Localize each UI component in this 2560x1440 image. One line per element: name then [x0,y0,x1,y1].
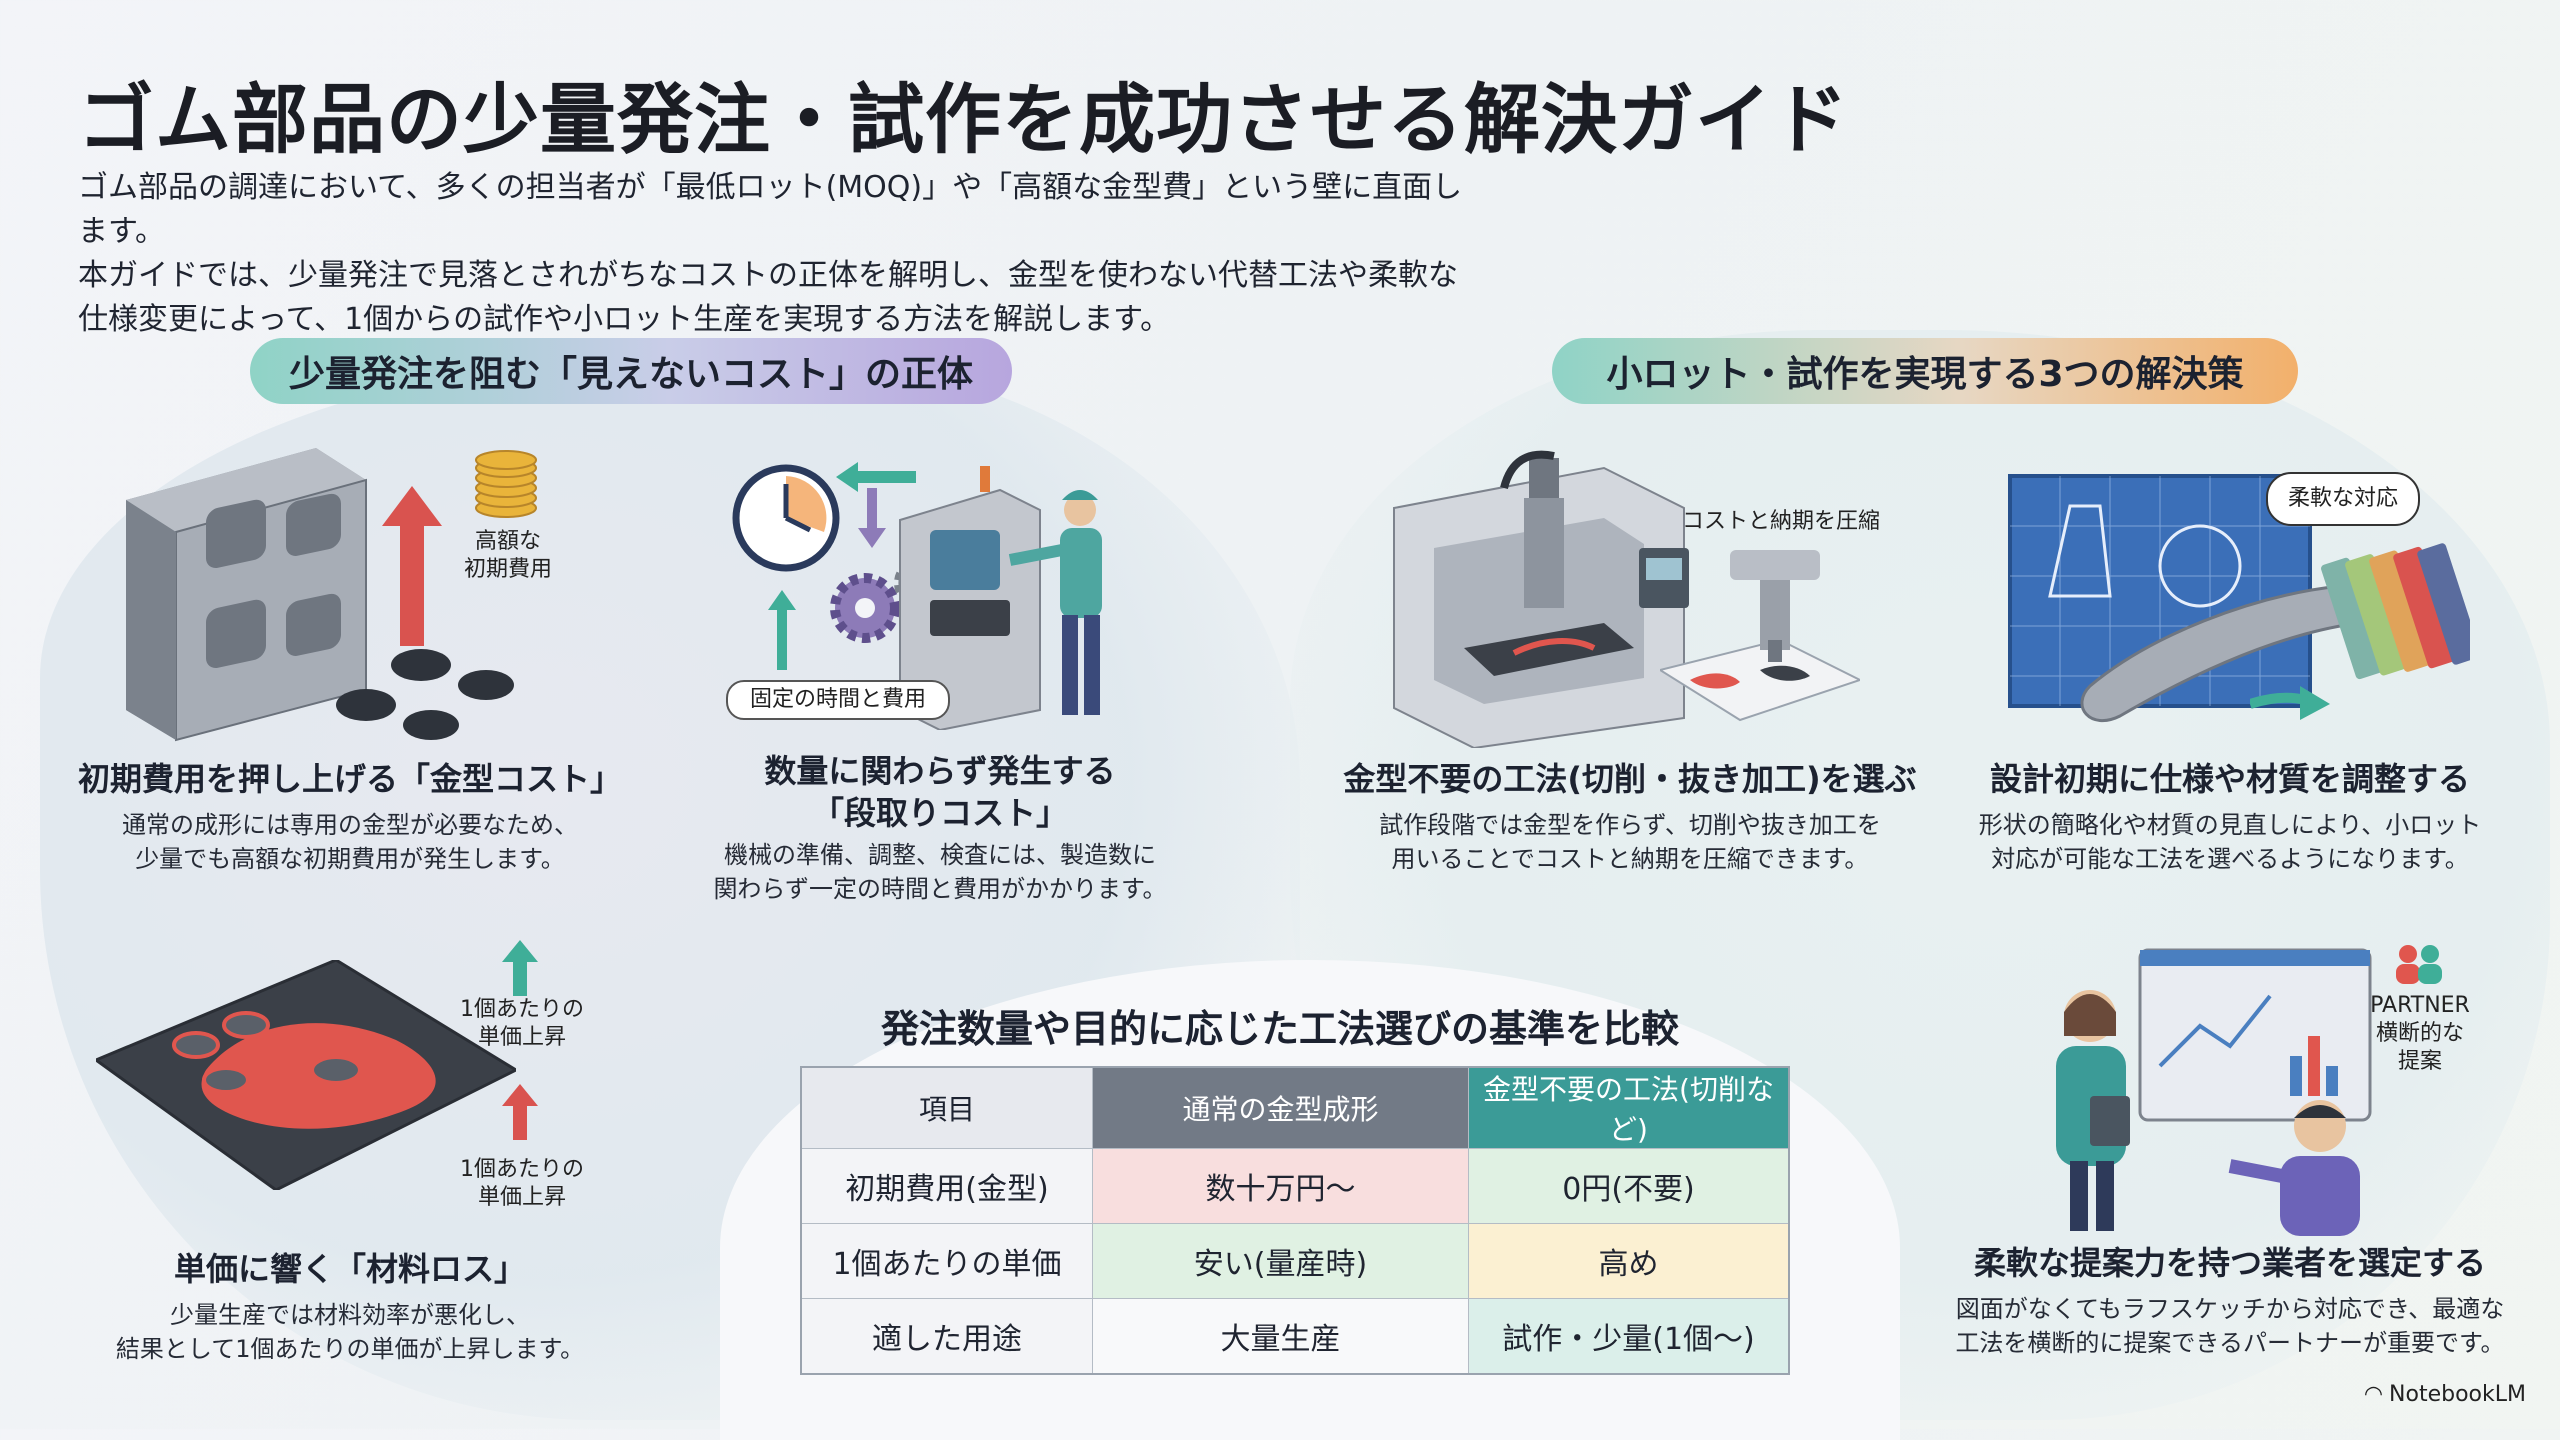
spec-adjust-desc: 形状の簡略化や材質の見直しにより、小ロット対応が可能な工法を選べるようになります… [1978,811,2482,873]
intro-line-2: 本ガイドでは、少量発注で見落とされがちなコストの正体を解明し、金型を使わない代替… [78,258,1458,293]
table-row: 初期費用(金型) 数十万円〜 0円(不要) [800,1148,1790,1224]
material-loss-title: 単価に響く「材料ロス」 [173,1250,526,1288]
arrow-left-icon [836,462,916,492]
table-cell: 数十万円〜 [1092,1148,1469,1224]
no-mold-label: コストと納期を圧縮 [1681,509,1880,534]
intro-line-3: 仕様変更によって、1個からの試作や小ロット生産を実現する方法を解説します。 [78,302,1171,337]
flexible-bubble-label: 柔軟な対応 [2266,472,2420,526]
arrow-up-teal-small-icon [502,940,538,996]
table-cell: 試作・少量(1個〜) [1468,1298,1790,1375]
right-section-heading: 小ロット・試作を実現する3つの解決策 [1552,338,2298,404]
material-loss-desc: 少量生産では材料効率が悪化し、結果として1個あたりの単価が上昇します。 [115,1301,585,1363]
table-cell: 大量生産 [1092,1298,1469,1375]
coins-icon [475,450,537,518]
setup-cost-label: 固定の時間と費用 [726,680,950,720]
machine-operator-icon [899,466,1102,730]
mold-cost-label: 高額な 初期費用 [463,529,552,582]
left-section-heading: 少量発注を阻む「見えないコスト」の正体 [250,338,1012,404]
unit-price-label-top: 1個あたりの 単価上昇 [460,997,584,1050]
partner-label: PARTNER 横断的な 提案 [2370,993,2470,1074]
people-group-icon [2396,945,2442,984]
unit-price-label-bottom: 1個あたりの 単価上昇 [460,1157,584,1210]
table-cell: 1個あたりの単価 [800,1223,1093,1299]
mold-cost-title: 初期費用を押し上げる「金型コスト」 [77,760,622,798]
intro-line-1: ゴム部品の調達において、多くの担当者が「最低ロット(MOQ)」や「高額な金型費」… [78,170,1463,249]
clock-icon [732,464,840,572]
page-title: ゴム部品の少量発注・試作を成功させる解決ガイド [78,75,1849,164]
mold-cost-desc: 通常の成形には専用の金型が必要なため、少量でも高額な初期費用が発生します。 [122,811,578,873]
arrow-down-purple-icon [858,488,886,548]
brand-watermark: ◠ NotebookLM [2364,1382,2526,1407]
arrow-right-teal-icon [2250,686,2330,720]
arrow-up-teal-icon [768,590,796,670]
no-mold-title: 金型不要の工法(切削・抜き加工)を選ぶ [1343,760,1917,798]
mold-cost-card: 初期費用を押し上げる「金型コスト」 通常の成形には専用の金型が必要なため、少量で… [60,758,640,876]
partner-card: 柔軟な提案力を持つ業者を選定する 図面がなくてもラフスケッチから対応でき、最適な… [1940,1242,2520,1360]
column-header-mold: 通常の金型成形 [1092,1066,1469,1149]
column-header-item: 項目 [800,1066,1093,1149]
no-mold-desc: 試作段階では金型を作らず、切削や抜き加工を用いることでコストと納期を圧縮できます… [1379,811,1881,873]
partner-title: 柔軟な提案力を持つ業者を選定する [1973,1244,2486,1282]
brand-name: NotebookLM [2389,1382,2526,1407]
column-header-no-mold: 金型不要の工法(切削など) [1468,1066,1790,1149]
cnc-machine-icon [1393,450,1689,748]
table-cell: 安い(量産時) [1092,1223,1469,1299]
table-row: 1個あたりの単価 安い(量産時) 高め [800,1223,1790,1299]
partner-meeting-icon [2056,948,2372,1236]
table-row: 適した用途 大量生産 試作・少量(1個〜) [800,1298,1790,1375]
setup-cost-title: 数量に関わらず発生する「段取りコスト」 [764,752,1116,832]
arrow-up-red-small-icon [502,1084,538,1140]
material-loss-card: 単価に響く「材料ロス」 少量生産では材料効率が悪化し、結果として1個あたりの単価… [60,1248,640,1366]
arrow-up-red-icon [382,486,442,646]
table-cell: 初期費用(金型) [800,1148,1093,1224]
no-mold-card: 金型不要の工法(切削・抜き加工)を選ぶ 試作段階では金型を作らず、切削や抜き加工… [1320,758,1940,876]
material-sheet-icon [96,960,516,1190]
intro-text: ゴム部品の調達において、多くの担当者が「最低ロット(MOQ)」や「高額な金型費」… [78,166,1478,342]
spec-adjust-card: 設計初期に仕様や材質を調整する 形状の簡略化や材質の見直しにより、小ロット対応が… [1970,758,2490,876]
notebooklm-logo-icon: ◠ [2363,1382,2384,1407]
table-cell: 高め [1468,1223,1790,1299]
comparison-table: 項目 通常の金型成形 金型不要の工法(切削など) 初期費用(金型) 数十万円〜 … [800,1066,1790,1375]
mold-icon [126,448,514,742]
partner-desc: 図面がなくてもラフスケッチから対応でき、最適な工法を横断的に提案できるパートナー… [1955,1295,2505,1357]
spec-adjust-title: 設計初期に仕様や材質を調整する [1989,760,2470,798]
comparison-title: 発注数量や目的に応じた工法選びの基準を比較 [880,1007,1679,1051]
table-cell: 適した用途 [800,1298,1093,1375]
setup-cost-desc: 機械の準備、調整、検査には、製造数に関わらず一定の時間と費用がかかります。 [713,841,1167,903]
table-cell: 0円(不要) [1468,1148,1790,1224]
press-cutting-icon [1660,550,1860,722]
blueprint-icon [2008,474,2470,723]
setup-cost-card: 数量に関わらず発生する「段取りコスト」 機械の準備、調整、検査には、製造数に関わ… [680,750,1200,906]
